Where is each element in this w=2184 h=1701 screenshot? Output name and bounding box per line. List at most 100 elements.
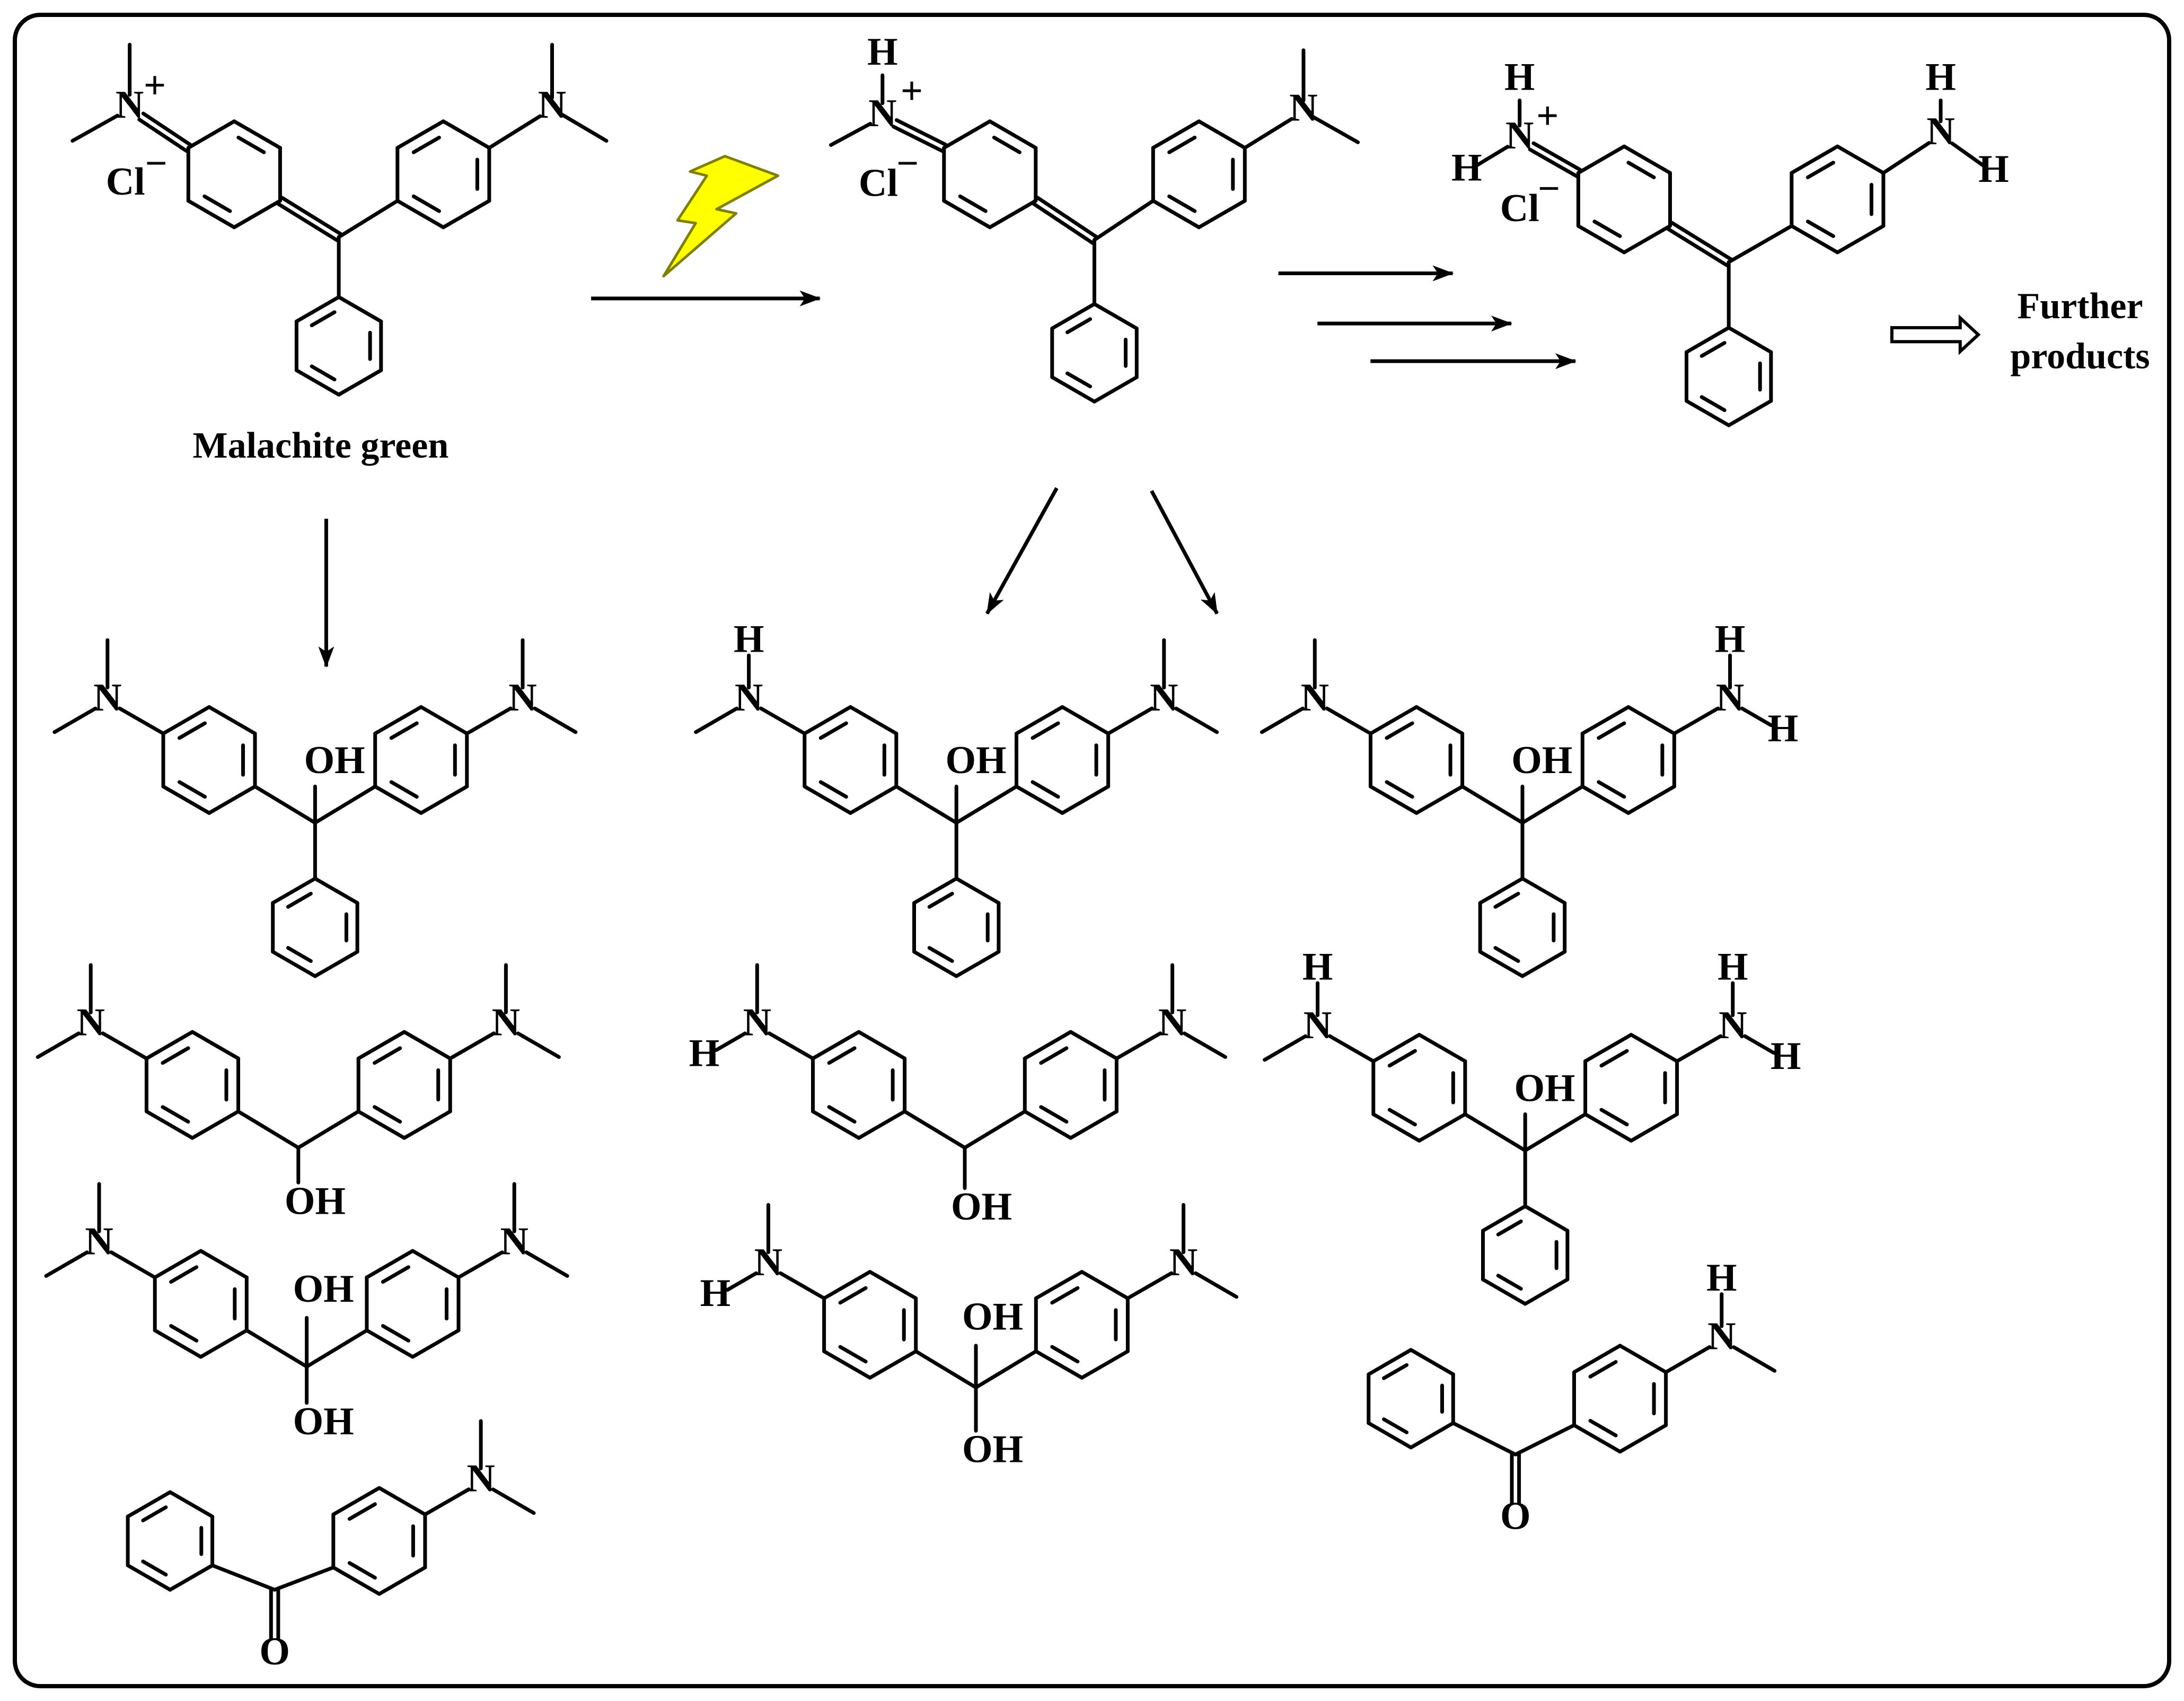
mg-iminium-double-bond <box>137 117 188 153</box>
c1a-right-ring-bond <box>373 705 423 735</box>
c1c-right-ring-inner-bond <box>381 1265 410 1284</box>
m3-iminium-double-bond <box>1531 141 1582 172</box>
m3-chloride: Cl <box>1500 187 1539 230</box>
m3-amine-hydrogen-top: H <box>1925 55 1956 99</box>
m3-quinoid-ring-inner-bond <box>1626 161 1656 179</box>
m2-aryl-ring-bond <box>1197 199 1247 230</box>
c2b-left-ring-bond <box>857 1109 907 1140</box>
c2c-right-ring-bond <box>1080 1349 1130 1380</box>
c3c-aryl-ring-bond <box>1618 1344 1668 1374</box>
c2a-right-amine-bond <box>1106 706 1154 735</box>
c3a-right-ring-inner-bond <box>1597 780 1626 799</box>
m3-phenyl-ring-bond <box>1685 399 1731 427</box>
c2c-left-nitrogen: N <box>754 1241 782 1284</box>
m3-phenyl-ring-bond <box>1727 326 1773 354</box>
c3a-left-nitrogen: N <box>1301 676 1329 720</box>
c3a-phenyl-ring-inner-bond <box>1493 946 1520 963</box>
c2a-hydroxyl-top: OH <box>945 739 1006 782</box>
m2-quinoid-ring-bond <box>988 119 1038 150</box>
c3b-right-nh-bond <box>1743 1034 1776 1055</box>
c1d-phenyl-ring-inner-bond <box>141 1505 168 1522</box>
m2-aryl-ring-inner-bond <box>1167 194 1197 213</box>
c3b-phenyl-ring-bond <box>1523 1204 1570 1233</box>
c1a-phenyl-ring-inner-bond <box>286 946 313 963</box>
c3c-carbonyl-bond <box>1451 1421 1518 1457</box>
c2a-phenyl-ring-bond <box>912 950 958 978</box>
c2b-left-nh-bond <box>714 1031 747 1052</box>
c3a-left-ring-bond <box>1414 705 1465 735</box>
c2b-right-methyl-bond <box>1182 1031 1227 1059</box>
c1b-left-amine-bond <box>101 1031 148 1060</box>
m3-central-bond <box>1727 224 1794 264</box>
m2-iminium-double-bond <box>891 125 945 153</box>
mg-quinoid-ring-inner-bond <box>202 194 232 213</box>
c3b-left-ring-inner-bond <box>1387 1108 1417 1127</box>
mg-amine-bond <box>487 114 542 150</box>
c1b-left-ring-inner-bond <box>161 1105 190 1124</box>
c2b-hydroxyl: OH <box>951 1185 1012 1229</box>
c2a-phenyl-ring-inner-bond <box>927 946 954 963</box>
c3c-phenyl-ring-bond <box>1409 1348 1455 1376</box>
c1a-right-ring-bond <box>419 784 469 815</box>
m2-quinoid-ring-inner-bond <box>992 135 1021 154</box>
c1c-central-bond <box>305 1328 369 1369</box>
mg-methyl-bond <box>71 113 120 143</box>
c2a-right-ring-inner-bond <box>1031 721 1060 740</box>
mg-aryl-ring-bond <box>395 119 445 150</box>
m3-phenyl-ring-bond <box>1685 326 1731 354</box>
c2a-phenyl-ring-bond <box>954 876 1001 905</box>
m3-exocyclic-double-bond <box>1666 227 1729 267</box>
m3-aryl-ring-inner-bond <box>1806 161 1835 179</box>
c2a-left-ring-bond <box>848 705 899 735</box>
c2c-right-ring-inner-bond <box>1050 1286 1080 1305</box>
m3-nh-bond <box>1950 141 1986 168</box>
c3c-right-methyl-bond <box>1732 1345 1777 1373</box>
m3-minus-charge: − <box>1538 167 1560 211</box>
c2c-right-ring-bond <box>1034 1349 1084 1380</box>
c2a-phenyl-ring-bond <box>954 950 1001 978</box>
mg-amine-methyl-bond <box>560 112 609 143</box>
c2b-left-nitrogen: N <box>743 1001 771 1045</box>
c3c-aryl-ring-bond <box>1572 1344 1622 1374</box>
m2-quinoid-ring-bond <box>942 199 992 230</box>
c1c-right-ring-bond <box>411 1328 461 1359</box>
further-products-label-line1: Further <box>2017 286 2143 327</box>
m3-quinoid-ring-bond <box>1576 224 1626 255</box>
c2a-right-ring-bond <box>1015 705 1064 735</box>
c2c-right-ring-bond <box>1034 1270 1084 1300</box>
c3a-right-ring-bond <box>1626 705 1676 735</box>
mg-exocyclic-double-bond <box>276 202 339 242</box>
mg-chloride: Cl <box>106 160 145 204</box>
c1d-aryl-ring-bond <box>377 1565 427 1596</box>
c1b-right-ring-bond <box>402 1030 452 1060</box>
c1b-left-ring-bond <box>190 1109 240 1140</box>
c3b-right-ring-bond <box>1629 1112 1679 1143</box>
m2-phenyl-ring-inner-bond <box>1065 371 1093 389</box>
mg-quinoid-ring-bond <box>232 119 282 150</box>
m3-quinoid-ring-inner-bond <box>1592 220 1622 238</box>
c3c-aryl-ring-inner-bond <box>1588 1419 1618 1437</box>
m3-aryl-ring-inner-bond <box>1806 220 1835 238</box>
c1b-hydroxyl: OH <box>285 1179 346 1223</box>
c1a-left-ring-inner-bond <box>177 780 207 799</box>
c3a-left-ring-bond <box>1369 784 1419 815</box>
c3b-left-methyl-bond <box>1263 1034 1308 1062</box>
c1b-left-methyl-bond <box>36 1031 81 1059</box>
mg-quinoid-ring-bond <box>186 199 236 230</box>
c1b-right-ring-inner-bond <box>373 1105 402 1124</box>
c3a-right-amine-bond <box>1672 706 1720 735</box>
c3a-left-amine-bond <box>1325 706 1372 735</box>
c2a-right-methyl-bond <box>1174 706 1219 734</box>
c1b-right-ring-bond <box>402 1109 452 1140</box>
further-products-label-line2: products <box>2010 336 2150 377</box>
c3a-left-methyl-bond <box>1260 706 1305 734</box>
mg-minus-charge: − <box>145 142 168 186</box>
c3b-central-bond <box>1523 1112 1588 1153</box>
m3-exocyclic-double-bond <box>1670 221 1733 261</box>
mg-quinoid-ring-bond <box>232 199 282 230</box>
mg-phenyl-ring-inner-bond <box>310 364 337 382</box>
c1c-left-ring-bond <box>153 1328 203 1359</box>
m2-phenyl-ring-bond <box>1093 302 1139 330</box>
c3b-right-nh-hydrogen-right: H <box>1771 1034 1801 1078</box>
c2a-phenyl-ring-inner-bond <box>927 891 954 909</box>
